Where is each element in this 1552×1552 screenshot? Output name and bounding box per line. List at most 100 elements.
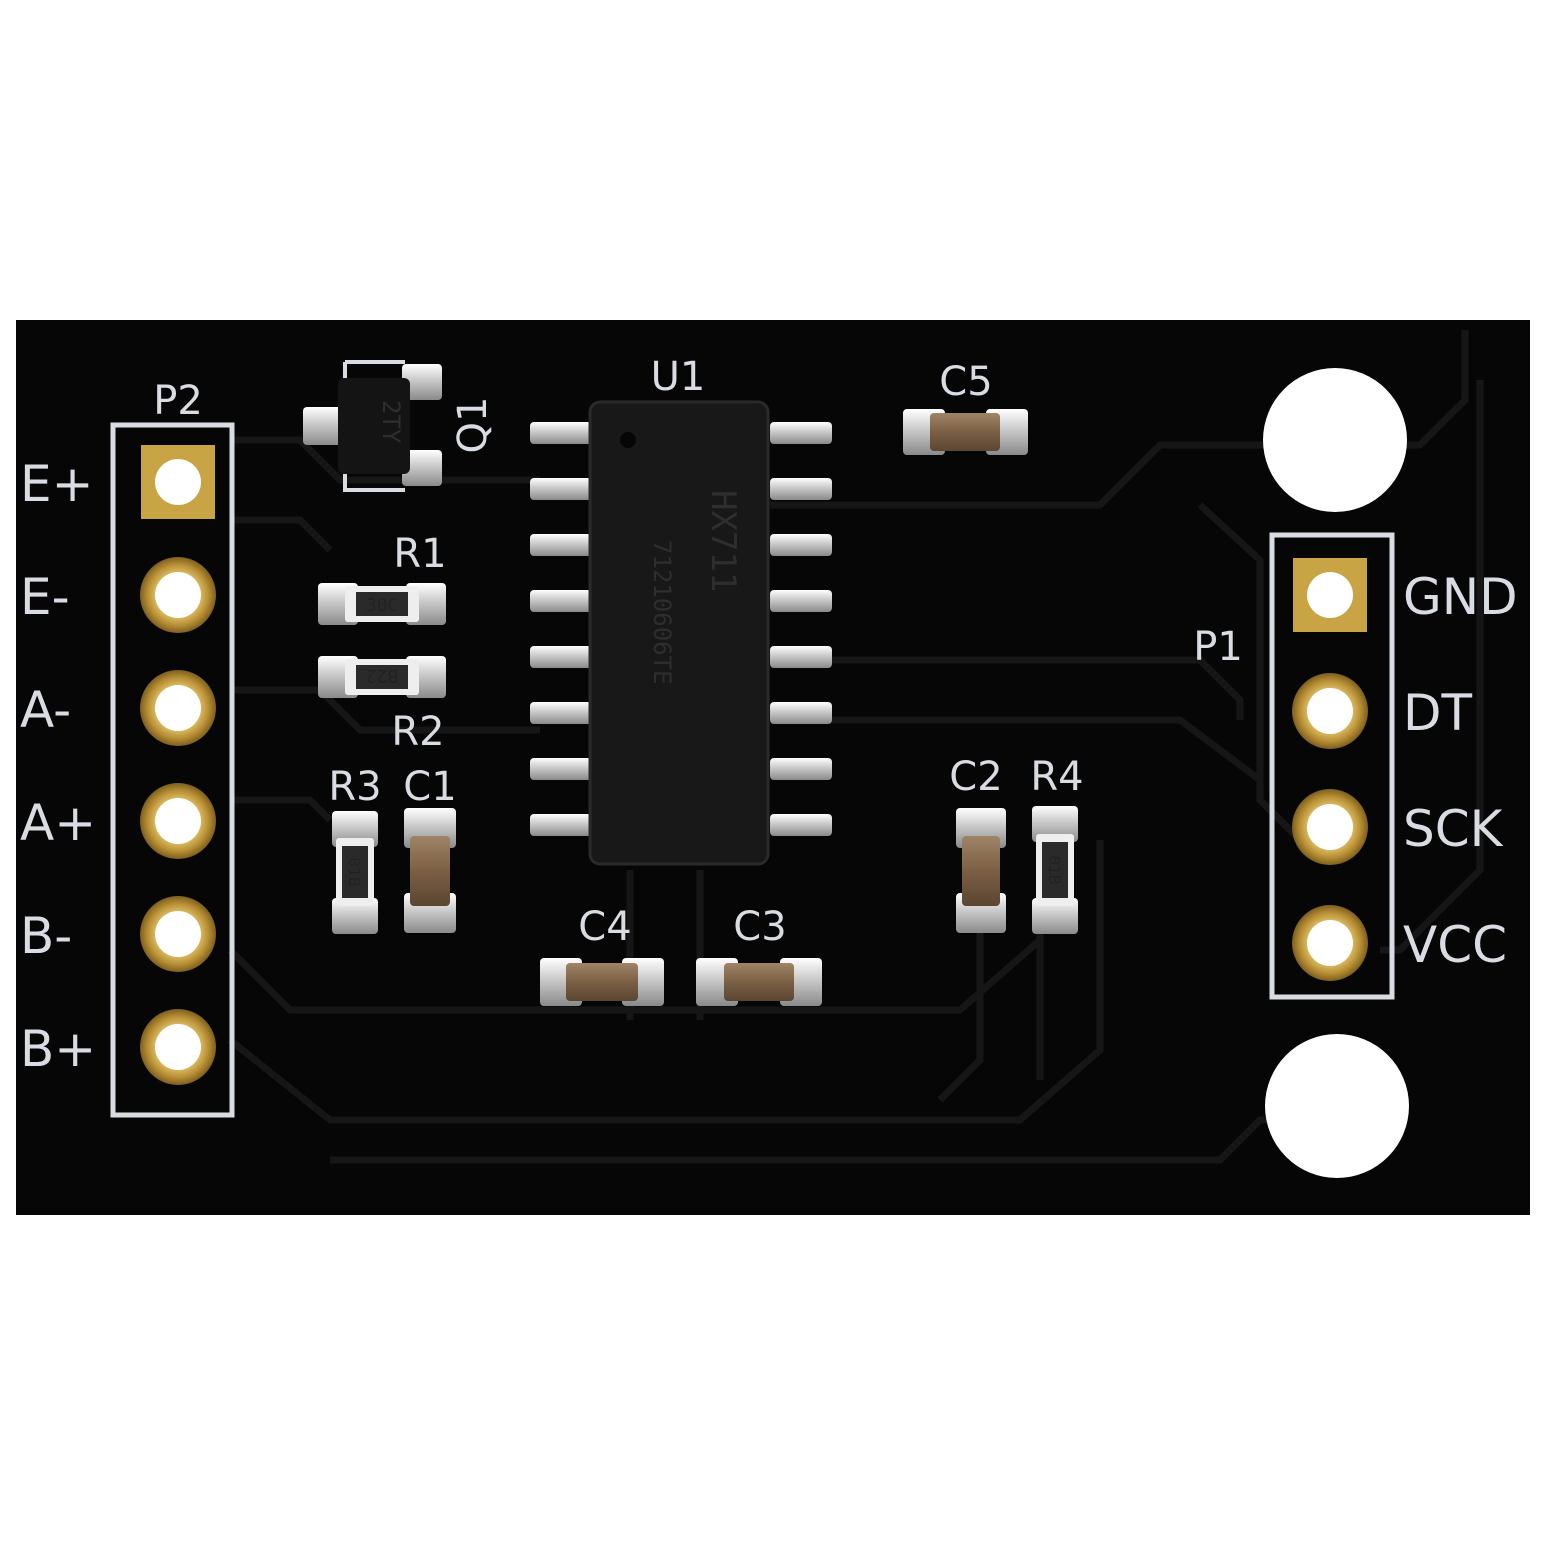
ic-u1-pad-right	[770, 814, 832, 836]
capacitor-c1-body	[410, 836, 450, 906]
header-left-pin: A+	[20, 783, 216, 859]
mounting-hole-top	[1263, 368, 1407, 512]
resistor-r3-marking: 01B	[345, 858, 364, 887]
transistor-q1-pad-bottom	[402, 450, 442, 486]
header-right-pin: SCK	[1292, 789, 1504, 865]
capacitor-c2-body	[962, 836, 1000, 906]
pin-label: E-	[20, 568, 70, 626]
resistor-r1-marking: 30C	[366, 595, 399, 616]
capacitor-c3-designator: C3	[733, 904, 786, 950]
resistor-r4: R4 01B	[1030, 754, 1084, 934]
ic-u1-pad-right	[770, 646, 832, 668]
header-p2-outline	[110, 422, 235, 1118]
pin-label: SCK	[1403, 800, 1504, 858]
transistor-q1-pad-top	[402, 364, 442, 400]
capacitor-c3-body	[724, 963, 794, 1001]
pin-label: A-	[20, 681, 71, 739]
header-p1-designator: P1	[1193, 624, 1243, 670]
ic-u1-pad-left	[530, 646, 592, 668]
pcb-traces	[227, 330, 1484, 1164]
resistor-r4-pad-bottom	[1032, 898, 1078, 934]
pin-hole	[1307, 572, 1353, 618]
ic-u1-pin1-dot	[620, 432, 636, 448]
ic-u1-designator: U1	[651, 354, 706, 400]
capacitor-c4: C4	[540, 904, 664, 1006]
ic-u1-marking-line2: 71210606TE	[648, 540, 676, 685]
pin-hole	[1307, 920, 1353, 966]
pin-label: DT	[1403, 684, 1473, 742]
capacitor-c5-designator: C5	[939, 359, 992, 405]
capacitor-c4-body	[566, 963, 638, 1001]
mounting-hole-bottom	[1265, 1034, 1409, 1178]
capacitor-c5-body	[930, 413, 1000, 451]
pin-label: B-	[20, 907, 72, 965]
pin-hole	[155, 459, 201, 505]
header-p1: P1 GND DT SCK VCC	[1193, 532, 1518, 1000]
ic-u1-pad-left	[530, 702, 592, 724]
ic-u1-pad-right	[770, 534, 832, 556]
resistor-r4-element	[1042, 842, 1068, 898]
capacitor-c4-designator: C4	[578, 904, 631, 950]
capacitor-c1: C1	[403, 764, 457, 933]
resistor-r1-element	[356, 592, 408, 616]
pin-hole	[1307, 804, 1353, 850]
pin-label: VCC	[1403, 916, 1507, 974]
transistor-q1-pad-left	[303, 407, 345, 445]
ic-u1-pad-left	[530, 422, 592, 444]
pin-hole	[155, 798, 201, 844]
header-p2: P2 E+ E- A- A+ B- B+	[20, 378, 235, 1118]
pin-hole	[1307, 688, 1353, 734]
ic-u1-pad-right	[770, 422, 832, 444]
resistor-r3-designator: R3	[328, 764, 381, 810]
pin-label: GND	[1403, 568, 1518, 626]
header-right-pin: VCC	[1292, 905, 1507, 981]
ic-u1-pad-right	[770, 478, 832, 500]
ic-u1-marking-line1: HX711	[703, 490, 743, 592]
resistor-r2-element	[356, 665, 408, 689]
ic-u1-pad-left	[530, 814, 592, 836]
resistor-r2: B22 R2	[318, 656, 446, 755]
resistor-r3-element	[342, 846, 368, 898]
pin-hole	[155, 572, 201, 618]
capacitor-c1-designator: C1	[403, 764, 456, 810]
ic-u1-pad-left	[530, 758, 592, 780]
ic-u1-pad-left	[530, 478, 592, 500]
resistor-r1-designator: R1	[393, 531, 446, 577]
header-left-pin: E+	[20, 445, 215, 519]
capacitor-c3: C3	[696, 904, 822, 1006]
ic-u1-pad-right	[770, 758, 832, 780]
transistor-q1-marking: 2TY	[377, 400, 405, 444]
capacitor-c2: C2	[949, 754, 1006, 933]
resistor-r2-designator: R2	[391, 709, 444, 755]
transistor-q1-designator: Q1	[450, 397, 496, 454]
pin-label: B+	[20, 1020, 96, 1078]
pin-hole	[155, 1024, 201, 1070]
header-p2-designator: P2	[153, 378, 203, 424]
header-left-pin: B+	[20, 1009, 216, 1085]
header-left-pin: B-	[20, 896, 216, 972]
pin-hole	[155, 911, 201, 957]
header-p1-outline	[1269, 532, 1395, 1000]
ic-u1-pad-right	[770, 702, 832, 724]
resistor-r1: R1 30C	[318, 531, 447, 625]
resistor-r2-marking: B22	[366, 665, 399, 686]
capacitor-c5: C5	[903, 359, 1028, 455]
resistor-r4-pad-top	[1032, 806, 1078, 842]
resistor-r3-pad-bottom	[332, 898, 378, 934]
ic-u1: U1 HX711 71210606TE	[530, 354, 832, 866]
pin-hole	[155, 685, 201, 731]
resistor-r4-designator: R4	[1030, 754, 1083, 800]
resistor-r4-marking: 01B	[1045, 856, 1064, 885]
header-left-pin: E-	[20, 557, 216, 633]
ic-u1-pad-left	[530, 590, 592, 612]
header-left-pin: A-	[20, 670, 216, 746]
resistor-r3: R3 01B	[328, 764, 382, 934]
pin-label: A+	[20, 794, 96, 852]
header-right-pin: GND	[1293, 558, 1518, 632]
transistor-q1-body	[338, 378, 410, 474]
ic-u1-pad-right	[770, 590, 832, 612]
transistor-q1: 2TY Q1	[303, 360, 496, 492]
header-right-pin: DT	[1292, 673, 1473, 749]
capacitor-c2-designator: C2	[949, 754, 1002, 800]
